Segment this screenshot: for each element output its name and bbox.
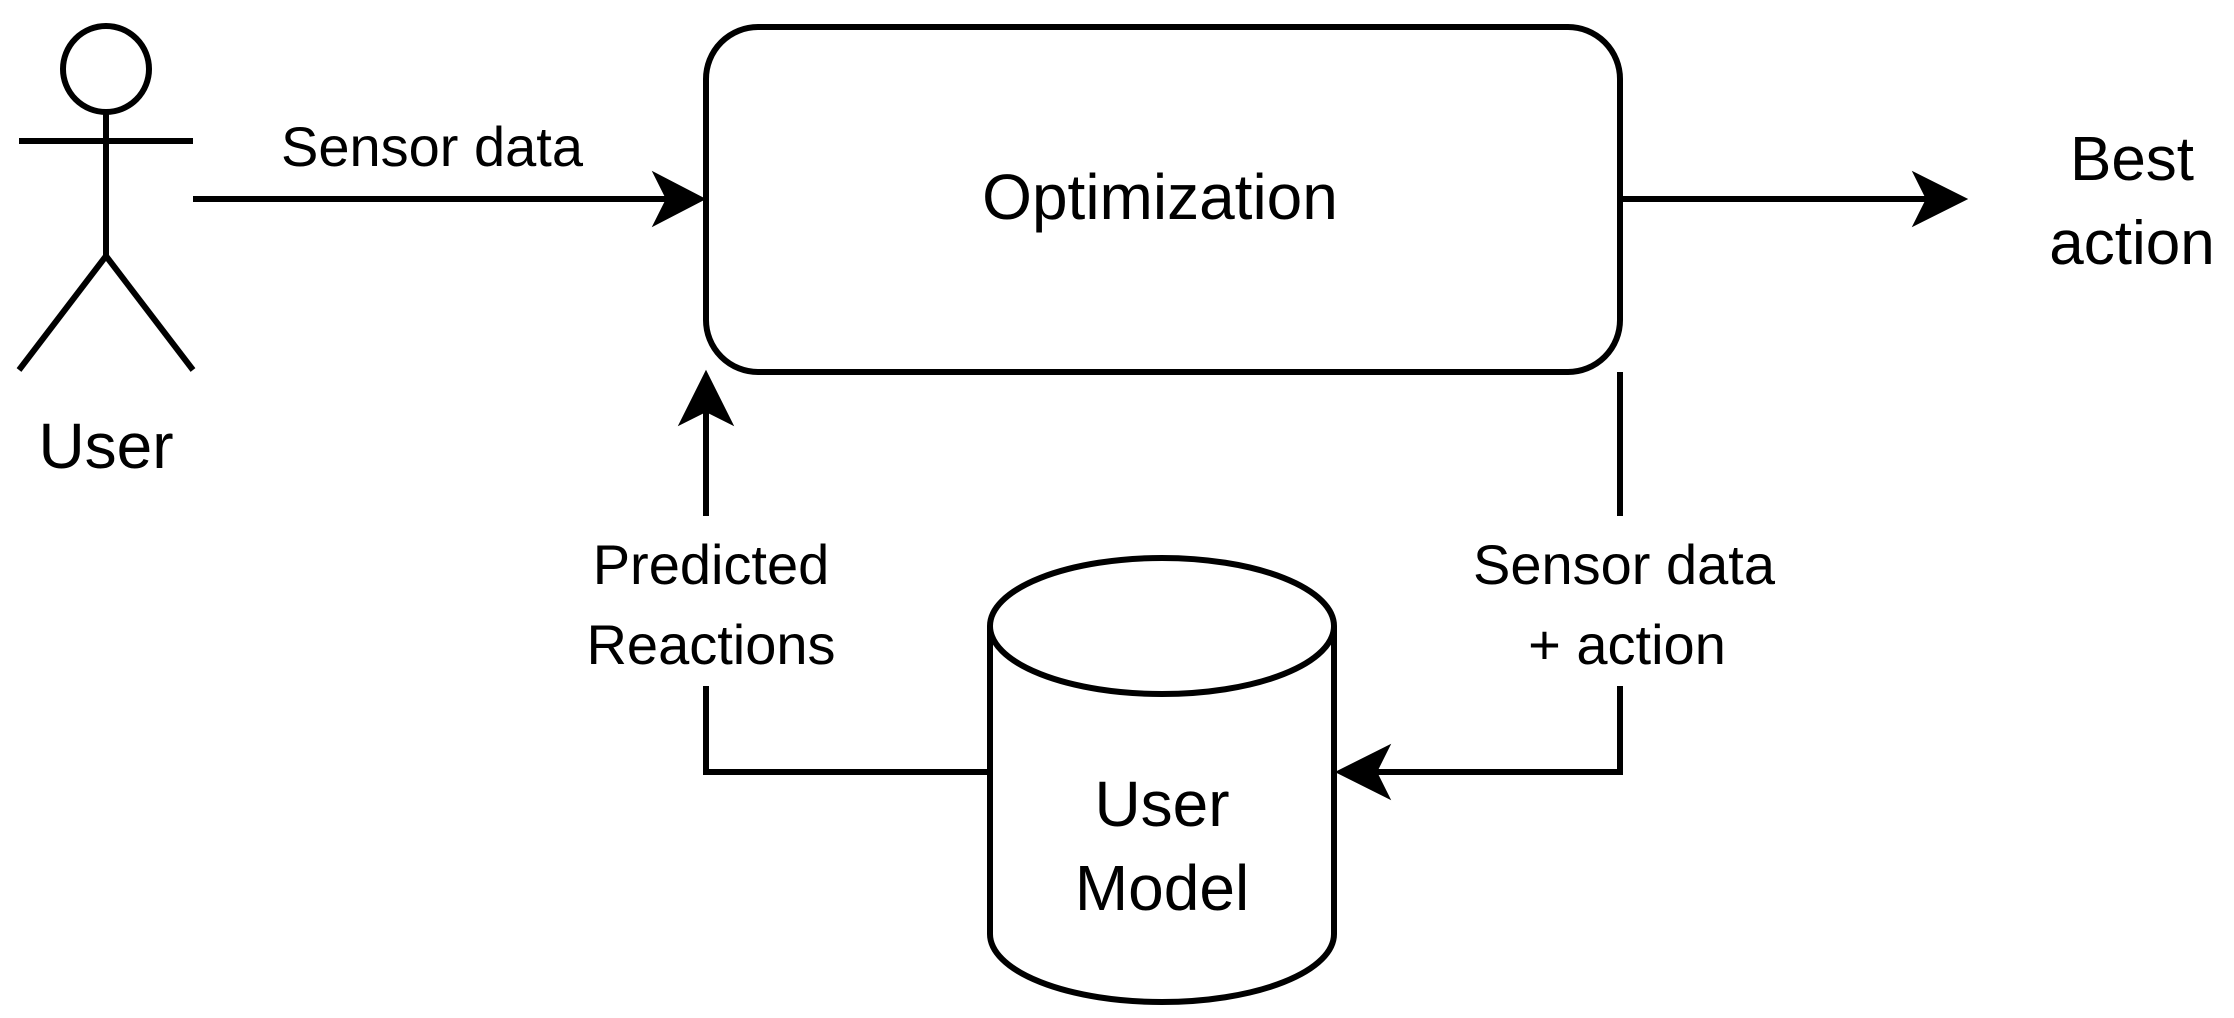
best-action-output: Best action — [2049, 125, 2214, 278]
actor-label: User — [38, 410, 173, 482]
edge-sensor-action-label-line1: Sensor data — [1473, 533, 1776, 596]
actor-head — [60, 23, 152, 115]
user-model-label-line2: Model — [1075, 852, 1249, 924]
optimization-label: Optimization — [982, 161, 1338, 233]
best-action-line1: Best — [2070, 125, 2194, 194]
user-model-label-line1: User — [1094, 768, 1229, 840]
user-model-node[interactable]: User Model — [987, 555, 1337, 1005]
edge-predicted-reactions-line-lower — [703, 686, 990, 775]
user-model-cylinder-body — [987, 626, 1337, 1005]
edge-sensor-action-label-line2: + action — [1528, 613, 1726, 676]
actor-left-leg — [16, 254, 109, 372]
edge-best-action — [1620, 170, 1969, 228]
edge-sensor-action: Sensor data + action — [1334, 372, 1776, 801]
edge-predicted-reactions: Predicted Reactions — [586, 369, 990, 775]
edge-sensor-action-line-lower — [1364, 686, 1623, 775]
actor-right-leg — [103, 254, 196, 372]
edge-sensor-data-arrowhead — [651, 170, 707, 228]
edge-sensor-data-label: Sensor data — [281, 115, 584, 178]
edge-predicted-reactions-label-line1: Predicted — [593, 533, 830, 596]
edge-predicted-reactions-label-line2: Reactions — [586, 613, 835, 676]
best-action-line2: action — [2049, 209, 2214, 278]
edge-sensor-data: Sensor data — [193, 115, 707, 228]
user-actor[interactable]: User — [16, 23, 196, 482]
user-model-cylinder-top — [987, 555, 1337, 697]
edge-sensor-action-arrowhead — [1334, 743, 1392, 801]
optimization-node[interactable]: Optimization — [703, 24, 1623, 375]
edge-predicted-reactions-arrowhead — [677, 369, 735, 427]
edge-best-action-arrowhead — [1911, 170, 1969, 228]
